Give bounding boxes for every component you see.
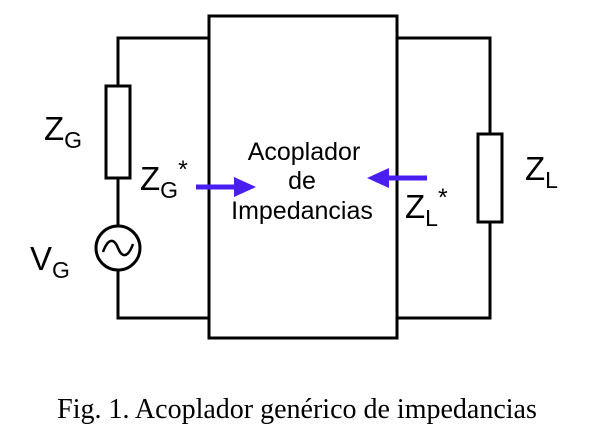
load-conjugate-label-sup: * [438, 184, 448, 212]
source-voltage-label: VG [30, 240, 70, 283]
arrow-right-icon [196, 177, 256, 197]
coupler-label-line1: Acoplador [248, 138, 361, 166]
coupler-label-line2: de [288, 167, 316, 195]
source-bottom-wire [116, 270, 209, 320]
source-impedance-label-sub: G [64, 127, 82, 153]
load-conjugate-label-sub: L [425, 205, 438, 231]
load-bottom-wire [397, 222, 492, 320]
source-conjugate-label-sub: G [160, 177, 178, 203]
load-top-wire [397, 36, 492, 134]
source-voltage-label-base: V [30, 240, 52, 277]
impedance-coupler-block [207, 14, 399, 340]
load-impedance-resistor-icon [476, 132, 504, 224]
ac-voltage-source-icon [94, 224, 142, 272]
source-voltage-label-sub: G [52, 257, 70, 283]
coupler-label-line3: Impedancias [231, 197, 373, 225]
load-conjugate-label: ZL* [405, 184, 448, 231]
load-conjugate-label-base: Z [405, 188, 425, 225]
load-circuit [397, 36, 492, 320]
source-impedance-label-base: Z [44, 110, 64, 147]
source-top-wire [116, 36, 209, 86]
source-impedance-label: ZG [44, 110, 82, 153]
source-impedance-resistor-icon [104, 84, 132, 180]
load-impedance-label: ZL [525, 150, 558, 193]
source-conjugate-label-sup: * [178, 156, 188, 184]
source-conjugate-label-base: Z [140, 160, 160, 197]
arrow-left-icon [367, 168, 427, 188]
source-circuit [116, 36, 209, 320]
load-impedance-label-base: Z [525, 150, 545, 187]
source-conjugate-label: ZG* [140, 156, 188, 203]
figure-caption: Fig. 1. Acoplador genérico de impedancia… [57, 394, 537, 425]
load-impedance-label-sub: L [545, 167, 558, 193]
